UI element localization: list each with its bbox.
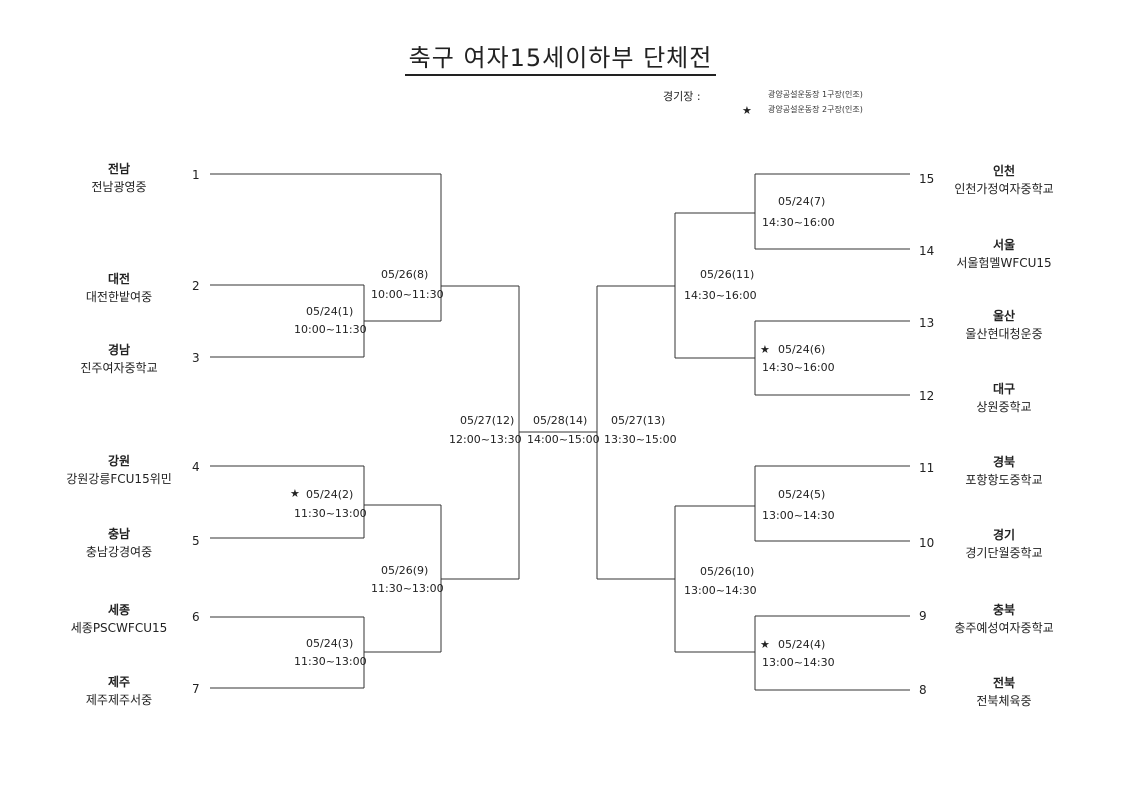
team-6-region: 세종 <box>107 603 131 617</box>
match-13-time: 13:30~15:00 <box>604 433 677 446</box>
match-14-time: 14:00~15:00 <box>527 433 600 446</box>
team-11-seed: 11 <box>919 461 935 475</box>
team-9-seed: 9 <box>919 609 927 623</box>
team-6-school: 세종PSCWFCU15 <box>70 621 168 635</box>
team-15-school: 인천가정여자중학교 <box>954 182 1054 196</box>
match-6-date: 05/24(6) <box>778 343 826 356</box>
team-8-school: 전북체육중 <box>976 694 1032 708</box>
match-9-time: 11:30~13:00 <box>371 582 444 595</box>
team-13-school: 울산현대청운중 <box>965 327 1043 341</box>
team-2-seed: 2 <box>192 279 200 293</box>
match-3-date: 05/24(3) <box>306 637 354 650</box>
team-1-school: 전남광영중 <box>91 180 147 194</box>
star-icon: ★ <box>742 104 752 117</box>
team-9-region: 충북 <box>992 603 1016 617</box>
team-5-school: 충남강경여중 <box>85 545 153 559</box>
team-1-region: 전남 <box>107 162 131 176</box>
venue-label: 경기장 : <box>663 90 701 103</box>
team-13-region: 울산 <box>992 309 1016 323</box>
star-icon: ★ <box>760 343 770 356</box>
match-11-time: 14:30~16:00 <box>684 289 757 302</box>
team-10-region: 경기 <box>992 528 1016 542</box>
team-12-school: 상원중학교 <box>976 400 1032 414</box>
team-7-region: 제주 <box>107 675 131 689</box>
team-11-region: 경북 <box>992 455 1016 469</box>
match-3-time: 11:30~13:00 <box>294 655 367 668</box>
team-10-seed: 10 <box>919 536 935 550</box>
team-14-region: 서울 <box>992 238 1016 252</box>
match-14-date: 05/28(14) <box>533 414 588 427</box>
match-11-date: 05/26(11) <box>700 268 755 281</box>
team-10-school: 경기단월중학교 <box>965 546 1043 560</box>
team-4-region: 강원 <box>107 454 131 468</box>
star-icon: ★ <box>760 638 770 651</box>
match-9-date: 05/26(9) <box>381 564 429 577</box>
match-2-date: 05/24(2) <box>306 488 354 501</box>
match-13-date: 05/27(13) <box>611 414 666 427</box>
team-13-seed: 13 <box>919 316 935 330</box>
match-8-date: 05/26(8) <box>381 268 429 281</box>
match-4-date: 05/24(4) <box>778 638 826 651</box>
team-14-seed: 14 <box>919 244 935 258</box>
match-7-date: 05/24(7) <box>778 195 826 208</box>
team-3-region: 경남 <box>107 343 131 357</box>
team-14-school: 서울험멜WFCU15 <box>956 256 1052 270</box>
venue-field-2: 광양공설운동장 2구장(인조) <box>768 105 863 114</box>
team-3-seed: 3 <box>192 351 200 365</box>
team-1-seed: 1 <box>192 168 200 182</box>
team-4-school: 강원강릉FCU15위민 <box>66 472 172 486</box>
team-3-school: 진주여자중학교 <box>80 361 158 375</box>
match-10-time: 13:00~14:30 <box>684 584 757 597</box>
match-12-date: 05/27(12) <box>460 414 515 427</box>
team-8-seed: 8 <box>919 683 927 697</box>
match-5-time: 13:00~14:30 <box>762 509 835 522</box>
page-title: 축구 여자15세이하부 단체전 <box>0 38 1121 76</box>
match-5-date: 05/24(5) <box>778 488 826 501</box>
team-7-seed: 7 <box>192 682 200 696</box>
team-12-seed: 12 <box>919 389 935 403</box>
team-6-seed: 6 <box>192 610 200 624</box>
team-2-region: 대전 <box>107 272 131 286</box>
team-5-seed: 5 <box>192 534 200 548</box>
match-6-time: 14:30~16:00 <box>762 361 835 374</box>
match-10-date: 05/26(10) <box>700 565 755 578</box>
team-4-seed: 4 <box>192 460 200 474</box>
match-7-time: 14:30~16:00 <box>762 216 835 229</box>
match-12-time: 12:00~13:30 <box>449 433 522 446</box>
venue-field-1: 광양공설운동장 1구장(인조) <box>768 90 863 99</box>
match-1-time: 10:00~11:30 <box>294 323 367 336</box>
team-2-school: 대전한밭여중 <box>85 290 153 304</box>
match-1-date: 05/24(1) <box>306 305 354 318</box>
star-icon: ★ <box>290 487 300 500</box>
match-2-time: 11:30~13:00 <box>294 507 367 520</box>
team-12-region: 대구 <box>992 382 1016 396</box>
team-9-school: 충주예성여자중학교 <box>954 621 1054 635</box>
team-8-region: 전북 <box>992 676 1016 690</box>
team-11-school: 포항항도중학교 <box>965 473 1043 487</box>
team-15-region: 인천 <box>992 164 1016 178</box>
team-7-school: 제주제주서중 <box>85 693 153 707</box>
match-4-time: 13:00~14:30 <box>762 656 835 669</box>
match-8-time: 10:00~11:30 <box>371 288 444 301</box>
team-5-region: 충남 <box>107 527 131 541</box>
team-15-seed: 15 <box>919 172 935 186</box>
